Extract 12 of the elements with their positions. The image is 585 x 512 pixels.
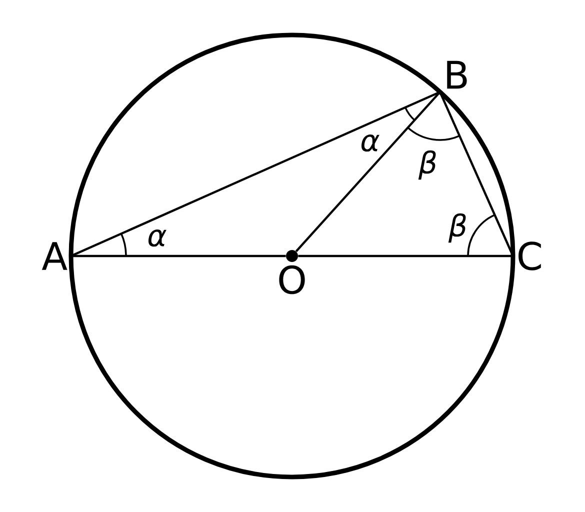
angle-label: β bbox=[448, 213, 466, 243]
point-label: O bbox=[279, 250, 305, 294]
point-label: C bbox=[518, 242, 541, 270]
angle-label: β bbox=[418, 150, 436, 180]
line-segment bbox=[295, 91, 441, 252]
angle-label: α bbox=[361, 134, 380, 152]
point-label: A bbox=[42, 242, 68, 270]
angle-label: α bbox=[148, 229, 166, 247]
point-label: B bbox=[447, 60, 467, 89]
line-segment bbox=[298, 254, 513, 258]
line-segment bbox=[70, 91, 440, 257]
line-segment bbox=[71, 254, 286, 258]
